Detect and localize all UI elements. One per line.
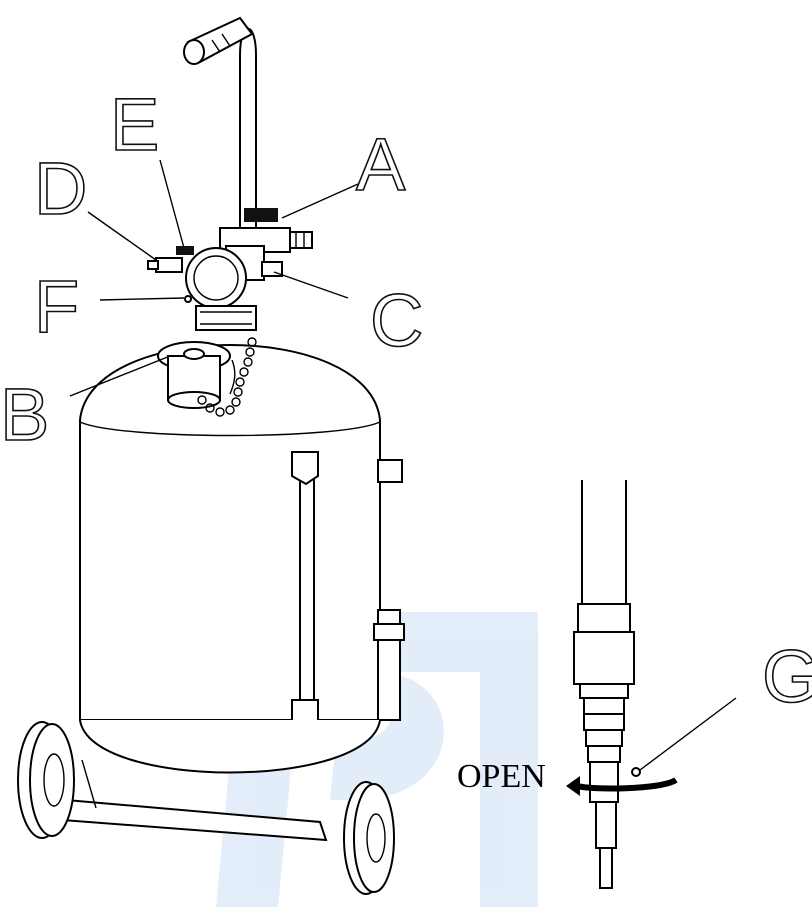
callout-b: B	[0, 373, 49, 456]
open-direction-label: OPEN	[457, 758, 546, 795]
oil-tank-assembly	[17, 16, 405, 895]
leader-lines	[69, 159, 737, 771]
callout-a: A	[356, 123, 406, 206]
nozzle-detail	[566, 480, 678, 889]
callout-e: E	[110, 83, 159, 166]
callout-c: C	[370, 279, 423, 362]
callout-f: F	[34, 265, 79, 348]
callout-d: D	[34, 147, 87, 230]
callout-g: G	[762, 635, 812, 718]
